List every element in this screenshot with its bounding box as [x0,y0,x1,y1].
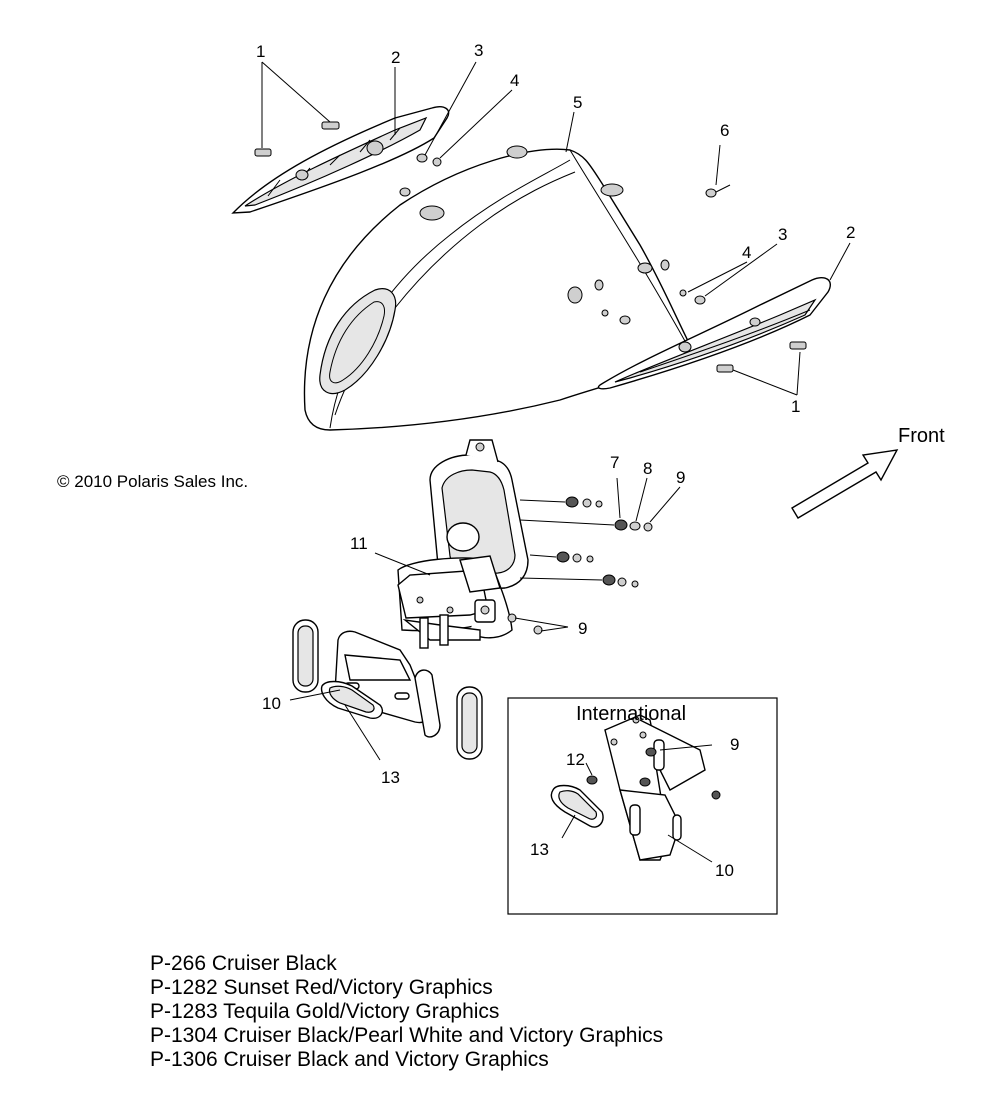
international-bracket [604,714,706,861]
front-arrow [791,449,899,519]
nut-washer-rows [507,496,653,635]
legend-line: P-266 Cruiser Black [150,952,337,975]
callout-5: 5 [573,93,582,112]
international-title: International [576,703,686,725]
callout-labels: 1 2 3 4 5 6 4 3 2 1 7 8 9 11 9 10 13 9 1… [256,41,855,880]
color-code-legend: P-266 Cruiser Black P-1282 Sunset Red/Vi… [150,952,850,1072]
legend-line: P-1283 Tequila Gold/Victory Graphics [150,1000,500,1023]
legend-line: P-1282 Sunset Red/Victory Graphics [150,976,493,999]
rear-fender [303,145,693,431]
side-reflector-left [292,619,319,693]
callout-13: 13 [381,768,400,787]
right-fender-trim [597,276,831,390]
international-reflector [550,784,604,828]
fender-hardware [601,184,731,325]
bracket-top-tab [465,439,499,463]
callout-3-right: 3 [778,225,787,244]
callout-6: 6 [720,121,729,140]
callout-9-lower: 9 [578,619,587,638]
callout-4-right: 4 [742,243,751,262]
legend-line: P-1304 Cruiser Black/Pearl White and Vic… [150,1024,664,1047]
callout-10: 10 [262,694,281,713]
callout-3-top: 3 [474,41,483,60]
front-label: Front [898,425,945,447]
leader-lines [261,61,851,863]
license-bracket [397,454,529,649]
callout-2-right: 2 [846,223,855,242]
international-hardware [586,747,721,800]
callout-12-intl: 12 [566,750,585,769]
callout-10-intl: 10 [715,861,734,880]
side-reflector-right [456,686,483,760]
legend-line: P-1306 Cruiser Black and Victory Graphic… [150,1048,549,1071]
callout-1-top: 1 [256,42,265,61]
callout-9-upper: 9 [676,468,685,487]
callout-11: 11 [350,534,368,553]
nut-washer-top [399,153,442,197]
callout-13-intl: 13 [530,840,549,859]
callout-9-intl: 9 [730,735,739,754]
callout-8: 8 [643,459,652,478]
copyright-notice: © 2010 Polaris Sales Inc. [57,472,248,491]
bolt-pair-right [716,341,807,373]
callout-7: 7 [610,453,619,472]
callout-1-right: 1 [791,397,800,416]
hardware-leaders [519,499,615,581]
bolt-pair-top [254,121,340,157]
callout-4-top: 4 [510,71,519,90]
callout-2-top: 2 [391,48,400,67]
